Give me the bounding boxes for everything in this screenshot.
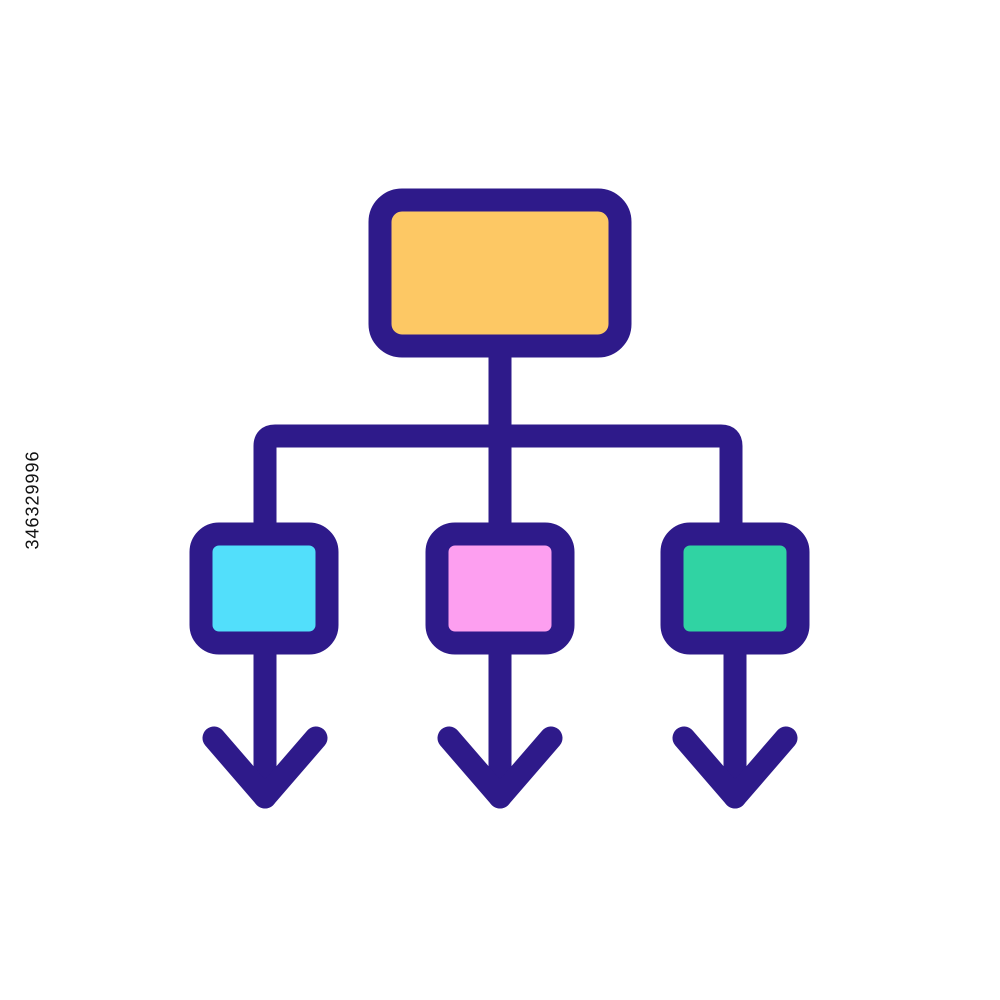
down-arrow-icon (437, 631, 563, 809)
stock-id-label: 346329996 (22, 450, 43, 550)
root-node (368, 188, 632, 358)
child-node-center (425, 522, 575, 655)
child-node-right (660, 522, 810, 655)
down-arrow-icon (202, 631, 328, 809)
child-node-left (189, 522, 339, 655)
down-arrow-icon (672, 631, 798, 809)
branch-connector (253, 424, 743, 546)
